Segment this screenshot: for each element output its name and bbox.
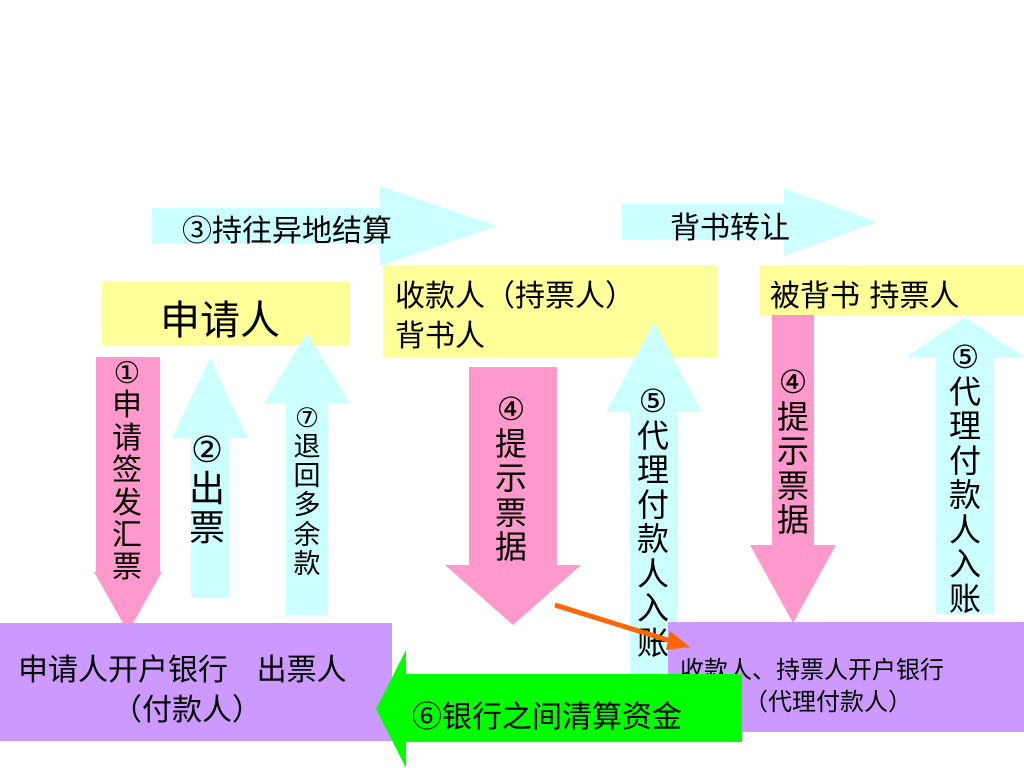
interbank-clearing-arrow <box>376 650 742 768</box>
issue-draft-arrow <box>172 358 248 598</box>
applicant-label: 申请人 <box>160 298 280 344</box>
payee-label: 收款人（持票人） <box>395 279 635 314</box>
present-draft-arrow-left <box>445 367 581 625</box>
endorse-transfer-arrow <box>622 188 877 256</box>
apply-draft-arrow <box>94 357 162 632</box>
refund-arrow <box>264 333 350 615</box>
present-draft-arrow-right <box>750 315 836 623</box>
endorse-transfer-label: 背书转让 <box>670 211 790 246</box>
applicant-node: 申请人 <box>102 282 350 346</box>
interbank-clearing-label: ⑥银行之间清算资金 <box>412 700 682 735</box>
applicant-bank-label: 申请人开户银行 出票人 <box>18 653 347 688</box>
applicant-bank-node: 申请人开户银行 出票人 （付款人） <box>0 623 392 741</box>
hold-remote-arrow <box>152 186 497 266</box>
applicant-bank-payer-label: （付款人） <box>112 693 262 728</box>
endorsee-holder-label: 被背书 持票人 <box>770 279 960 314</box>
payee-bank-agent-label: （代理付款人） <box>744 688 912 716</box>
endorser-label: 背书人 <box>395 319 485 354</box>
endorsee-holder-node: 被背书 持票人 <box>760 265 1024 315</box>
hold-remote-label: ③持往异地结算 <box>182 214 392 249</box>
agent-payment-arrow-left <box>606 322 702 674</box>
agent-payment-arrow-right <box>906 317 1024 614</box>
